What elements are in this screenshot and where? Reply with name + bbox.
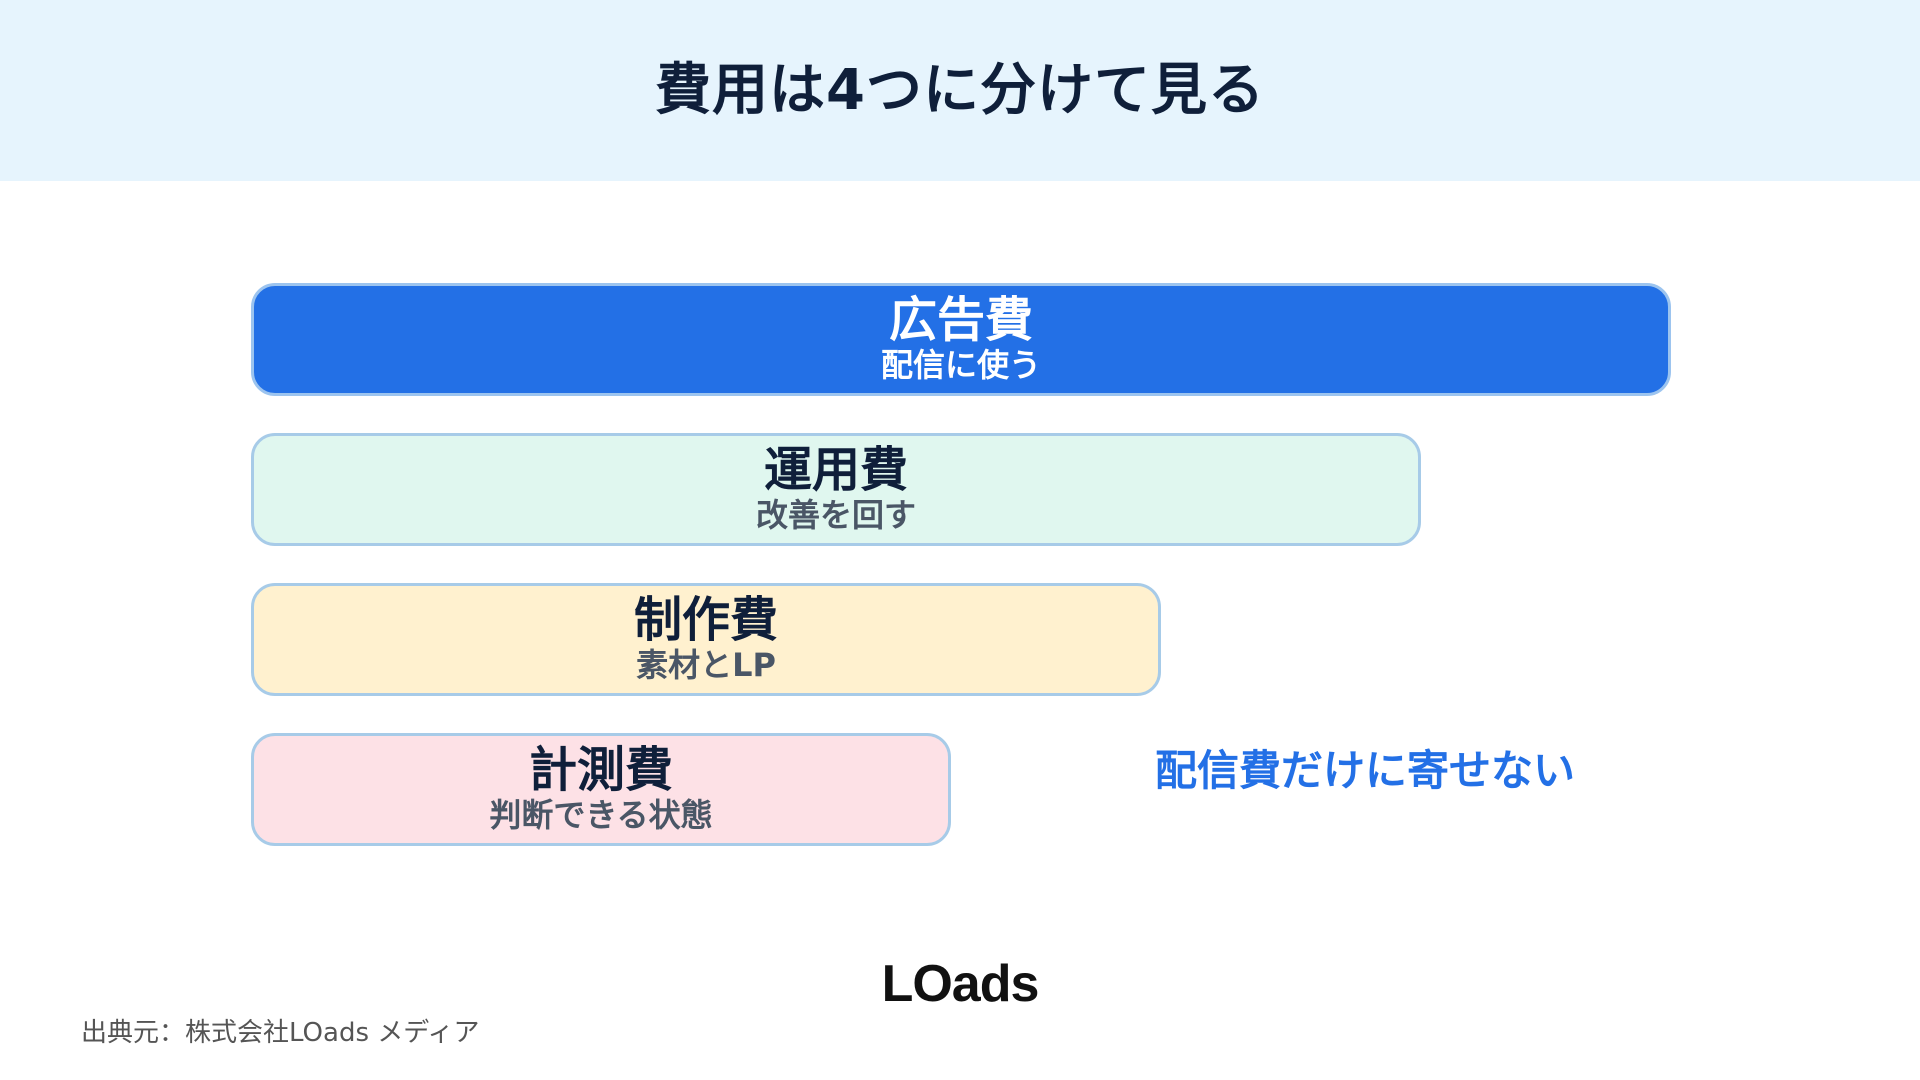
bar-title: 計測費 bbox=[528, 741, 673, 798]
bar-title: 制作費 bbox=[633, 591, 778, 648]
highlight-note: 配信費だけに寄せない bbox=[1155, 746, 1576, 795]
header-band: 費用は4つに分けて見る bbox=[0, 0, 1920, 181]
bar-subtitle: 素材とLP bbox=[636, 646, 776, 685]
bar-advertising-cost: 広告費 配信に使う bbox=[251, 283, 1671, 396]
bar-subtitle: 配信に使う bbox=[880, 346, 1041, 385]
bar-subtitle: 改善を回す bbox=[755, 496, 916, 535]
bar-production-cost: 制作費 素材とLP bbox=[251, 583, 1161, 696]
bar-title: 広告費 bbox=[888, 291, 1033, 348]
bar-operation-cost: 運用費 改善を回す bbox=[251, 433, 1421, 546]
bar-measurement-cost: 計測費 判断できる状態 bbox=[251, 733, 951, 846]
page-title: 費用は4つに分けて見る bbox=[655, 57, 1265, 123]
source-credit: 出典元：株式会社LOads メディア bbox=[81, 1018, 480, 1048]
loads-logo: LOads bbox=[881, 955, 1040, 1013]
bar-title: 運用費 bbox=[763, 441, 908, 498]
bar-subtitle: 判断できる状態 bbox=[489, 796, 713, 835]
